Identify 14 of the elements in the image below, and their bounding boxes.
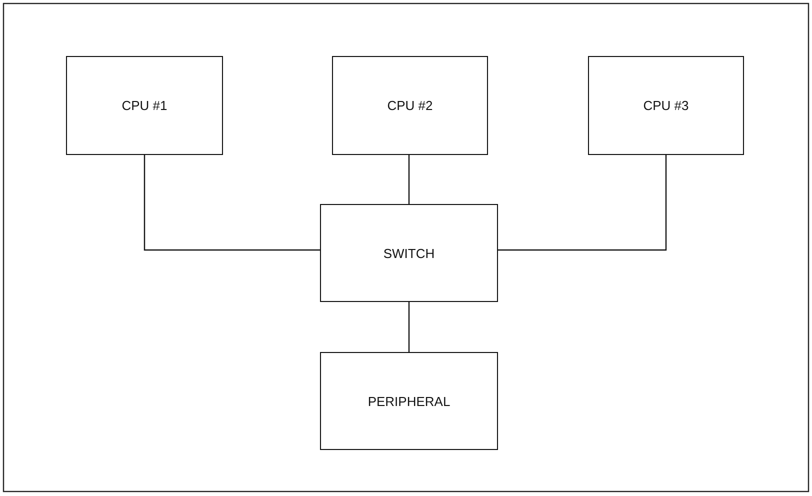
- box-label: PERIPHERAL: [368, 394, 450, 408]
- connector-line: [498, 155, 667, 251]
- component-box: [66, 56, 223, 155]
- box-label: CPU #1: [122, 98, 168, 113]
- box-label: CPU #2: [387, 98, 433, 113]
- connector-line: [408, 155, 410, 204]
- component-box: [320, 352, 498, 450]
- connector-line: [408, 302, 410, 352]
- box-label: CPU #3: [643, 98, 689, 113]
- connector-line: [144, 155, 320, 251]
- component-box: [332, 56, 488, 155]
- component-box: [588, 56, 744, 155]
- component-box: [320, 204, 498, 302]
- box-label: SWITCH: [383, 246, 435, 260]
